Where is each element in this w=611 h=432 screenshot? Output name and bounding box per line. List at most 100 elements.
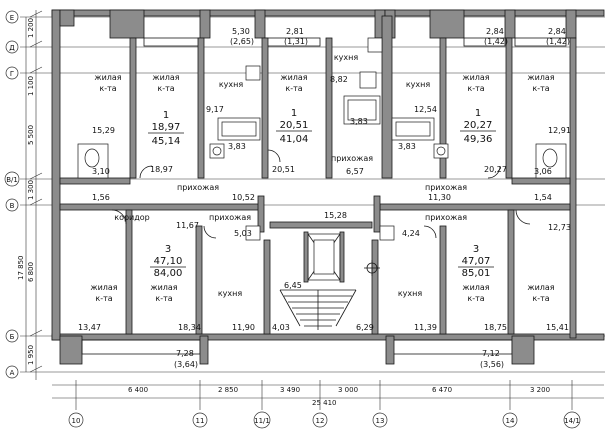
dim-3490: 3 490 (280, 386, 300, 394)
col-label-14-1: 14/1 (564, 417, 580, 425)
label-room-6: к-та (95, 294, 112, 303)
label-room-1: к-та (99, 84, 116, 93)
label-living-9: жилая (527, 283, 554, 292)
dim-5500: 5 500 (27, 125, 35, 145)
dim-1300: 1 300 (27, 180, 35, 200)
room-areas: 5,30 (2,65) 2,81 (1,31) 2,84 (1,42) 2,84… (78, 27, 571, 369)
room-labels: жилая к-та жилая к-та кухня жилая к-та к… (90, 53, 554, 303)
area-r33: 6,29 (356, 323, 374, 332)
label-living-4: жилая (462, 73, 489, 82)
row-label-d: Д (9, 44, 15, 52)
label-living-2: жилая (152, 73, 179, 82)
area-r6: 18,97 (150, 165, 173, 174)
area-r19: 3,06 (534, 167, 552, 176)
walls (51, 9, 605, 365)
dim-3000: 3 000 (338, 386, 358, 394)
apt-4-rooms: 3 (165, 244, 171, 255)
row-label-g: Г (10, 70, 14, 78)
label-kitchen-5: кухня (398, 289, 423, 298)
area-balcony-3b: (1,42) (484, 37, 508, 46)
label-hall-2: прихожая (177, 183, 219, 192)
label-kitchen-3: кухня (406, 80, 431, 89)
area-balcony-1b: (2,65) (230, 37, 254, 46)
label-room-8: к-та (467, 294, 484, 303)
label-room-7: к-та (155, 294, 172, 303)
col-label-14: 14 (506, 417, 515, 425)
label-hall-3: прихожая (425, 183, 467, 192)
area-balcony-1: 5,30 (232, 27, 250, 36)
area-balcony-6: 7,12 (482, 349, 500, 358)
area-r30: 18,34 (178, 323, 201, 332)
apt-1-total: 45,14 (152, 136, 181, 147)
area-r17: 6,57 (346, 167, 364, 176)
label-room-2: к-та (157, 84, 174, 93)
label-living-3: жилая (280, 73, 307, 82)
area-r8: 3,83 (228, 142, 246, 151)
area-r14: 20,27 (484, 165, 507, 174)
label-living-7: жилая (150, 283, 177, 292)
apt-4-living: 47,10 (154, 256, 183, 267)
label-room-9: к-та (532, 294, 549, 303)
apt-5-rooms: 3 (473, 244, 479, 255)
row-label-v: В (10, 202, 15, 210)
area-r35: 18,75 (484, 323, 507, 332)
area-r10: 8,82 (330, 75, 348, 84)
label-living-6: жилая (90, 283, 117, 292)
area-balcony-4b: (1,42) (546, 37, 570, 46)
col-label-10: 10 (72, 417, 81, 425)
area-balcony-5b: (3,64) (174, 360, 198, 369)
dim-6800: 6 800 (27, 262, 35, 282)
label-corridor: коридор (114, 213, 150, 222)
row-label-a: А (10, 369, 15, 377)
area-r18: 10,52 (232, 193, 255, 202)
row-markers: Е Д Г В/1 В Б А (4, 10, 20, 379)
area-r32: 4,03 (272, 323, 290, 332)
area-balcony-6b: (3,56) (480, 360, 504, 369)
area-balcony-4: 2,84 (548, 27, 566, 36)
dim-1950: 1 950 (27, 345, 35, 365)
label-room-4: к-та (467, 84, 484, 93)
apt-5-living: 47,07 (462, 256, 491, 267)
row-label-v1: В/1 (6, 176, 18, 184)
label-hall-5: прихожая (425, 213, 467, 222)
area-balcony-2b: (1,31) (284, 37, 308, 46)
area-r28: 6,45 (284, 281, 302, 290)
apt-2-total: 41,04 (280, 134, 309, 145)
dim-1100: 1 100 (27, 76, 35, 96)
label-living-8: жилая (462, 283, 489, 292)
area-r25: 5,03 (234, 229, 252, 238)
apartment-summaries: 1 18,97 45,14 1 20,51 41,04 1 20,27 49,3… (148, 108, 496, 279)
apt-3-living: 20,27 (464, 120, 493, 131)
apt-2-rooms: 1 (291, 108, 297, 119)
area-r7: 9,17 (206, 105, 224, 114)
area-r9: 20,51 (272, 165, 295, 174)
apt-2-living: 20,51 (280, 120, 309, 131)
dim-3200: 3 200 (530, 386, 550, 394)
label-kitchen-2: кухня (334, 53, 359, 62)
dim-2850: 2 850 (218, 386, 238, 394)
dim-6400: 6 400 (128, 386, 148, 394)
dim-1200: 1 200 (27, 18, 35, 38)
area-balcony-2: 2,81 (286, 27, 304, 36)
bottom-dimensions: 6 400 2 850 3 490 3 000 6 470 3 200 25 4… (52, 380, 604, 410)
bathroom-fixtures (77, 37, 567, 241)
col-label-13: 13 (376, 417, 385, 425)
staircase (279, 289, 357, 330)
area-r16: 3,10 (92, 167, 110, 176)
area-r24: 11,67 (176, 221, 199, 230)
label-kitchen-4: кухня (218, 289, 243, 298)
label-kitchen-1: кухня (219, 80, 244, 89)
area-r26: 4,24 (402, 229, 420, 238)
door-marks (111, 149, 531, 276)
area-balcony-3: 2,84 (486, 27, 504, 36)
row-label-e: Е (10, 14, 14, 22)
apt-1-rooms: 1 (163, 110, 169, 121)
apt-4-total: 84,00 (154, 268, 183, 279)
label-hall-4: прихожая (209, 213, 251, 222)
apt-1-living: 18,97 (152, 122, 181, 133)
area-r36: 15,41 (546, 323, 569, 332)
column-markers: 10 11 11/1 12 13 14 14/1 (68, 411, 581, 429)
col-label-11-1: 11/1 (254, 417, 270, 425)
area-r13: 12,54 (414, 105, 437, 114)
